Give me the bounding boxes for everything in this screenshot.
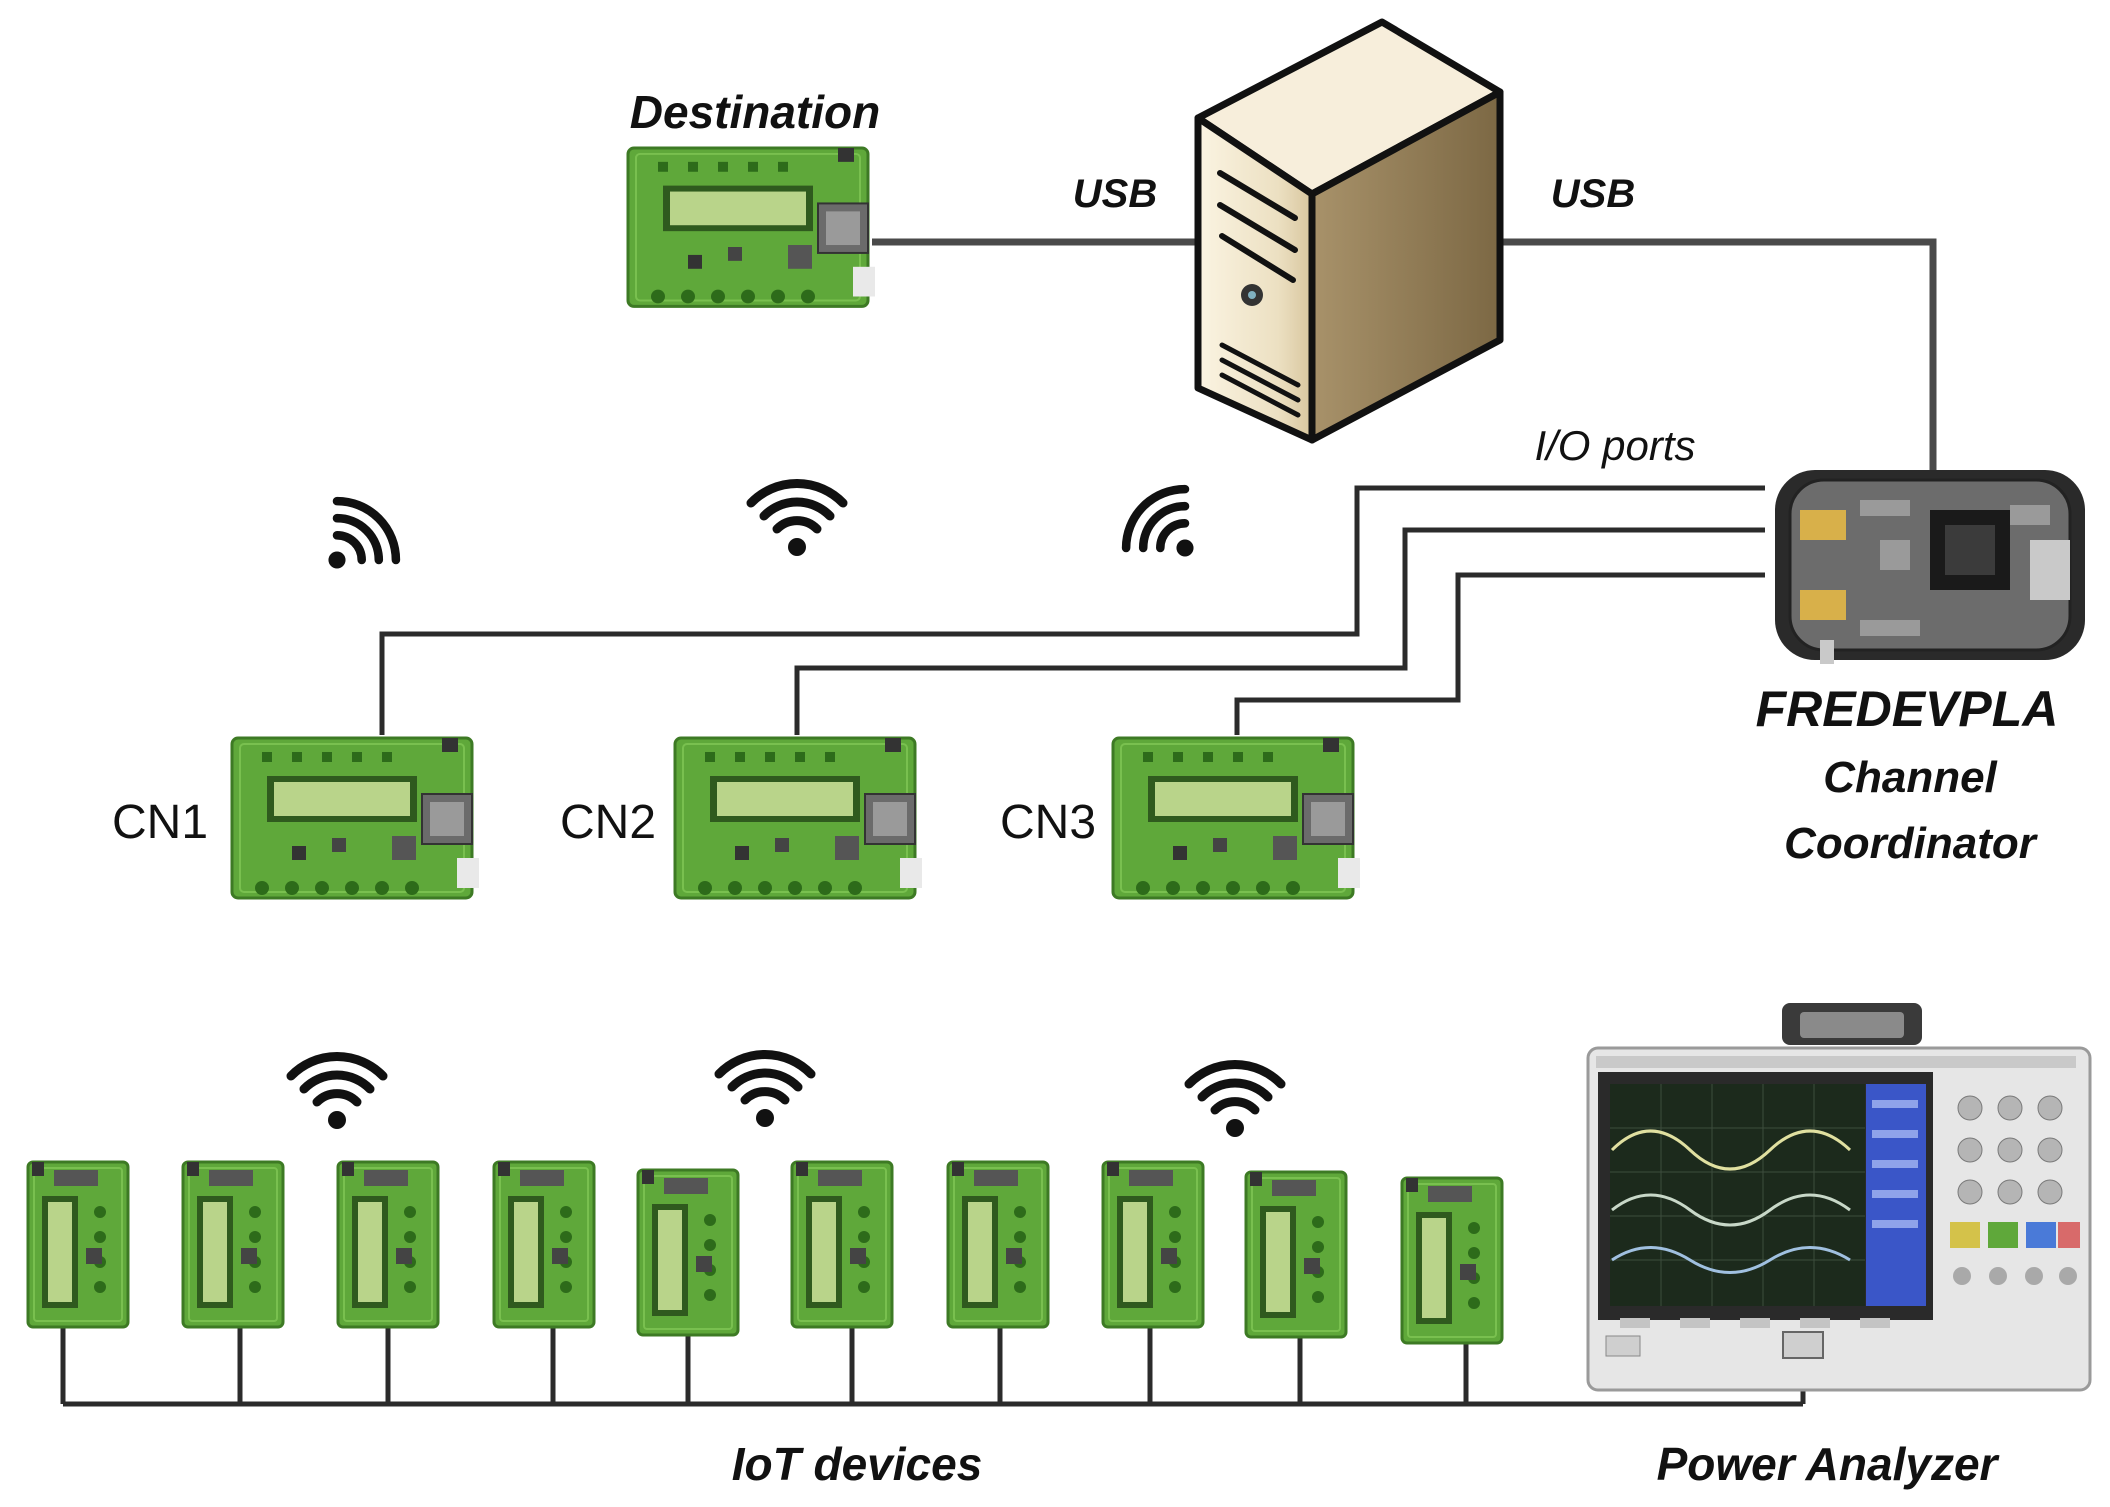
io-port-wires: [379, 485, 1765, 735]
coordinator-name-label: FREDEVPLA: [1756, 681, 2059, 737]
io-wire-cn1: [379, 485, 1765, 735]
usb-cable-right: [1495, 238, 1937, 492]
channel-node-cn3: [1111, 736, 1362, 900]
iot-device: [790, 1160, 894, 1329]
iot-device: [492, 1160, 596, 1329]
wifi-icon-cn2: [751, 483, 843, 556]
cn1-label: CN1: [112, 796, 208, 849]
io-wire-cn2: [794, 527, 1765, 735]
coordinator-line1-label: Channel: [1823, 753, 1997, 802]
server-icon: [1194, 18, 1504, 444]
iot-device: [636, 1168, 740, 1337]
iot-devices-label: IoT devices: [732, 1438, 983, 1490]
iot-device: [26, 1160, 130, 1329]
usb-label-left: USB: [1073, 172, 1157, 216]
channel-node-cn2: [673, 736, 924, 900]
io-wire-cn3: [1234, 572, 1765, 735]
iot-device: [1101, 1160, 1205, 1329]
destination-board: [626, 146, 877, 308]
power-analyzer-device: [1586, 1003, 2092, 1392]
iot-device: [1400, 1176, 1504, 1345]
cn3-label: CN3: [1000, 796, 1096, 849]
io-ports-label: I/O ports: [1534, 422, 1695, 469]
coordinator-board: [1775, 470, 2085, 664]
wifi-icon-cn3: [1126, 489, 1193, 556]
wifi-icon-iot-group3: [1189, 1064, 1281, 1137]
coordinator-line2-label: Coordinator: [1784, 819, 2039, 868]
iot-bus-line: [60, 1322, 1806, 1407]
power-analyzer-label: Power Analyzer: [1657, 1438, 2000, 1490]
usb-label-right: USB: [1551, 172, 1635, 216]
iot-device: [336, 1160, 440, 1329]
wifi-icon-iot-group2: [719, 1054, 811, 1127]
iot-device: [181, 1160, 285, 1329]
wifi-icon-cn1: [328, 501, 395, 568]
cn2-label: CN2: [560, 796, 656, 849]
destination-label: Destination: [630, 86, 880, 138]
iot-device: [946, 1160, 1050, 1329]
iot-device: [1244, 1170, 1348, 1339]
channel-node-cn1: [230, 736, 481, 900]
wifi-icon-iot-group1: [291, 1056, 383, 1129]
